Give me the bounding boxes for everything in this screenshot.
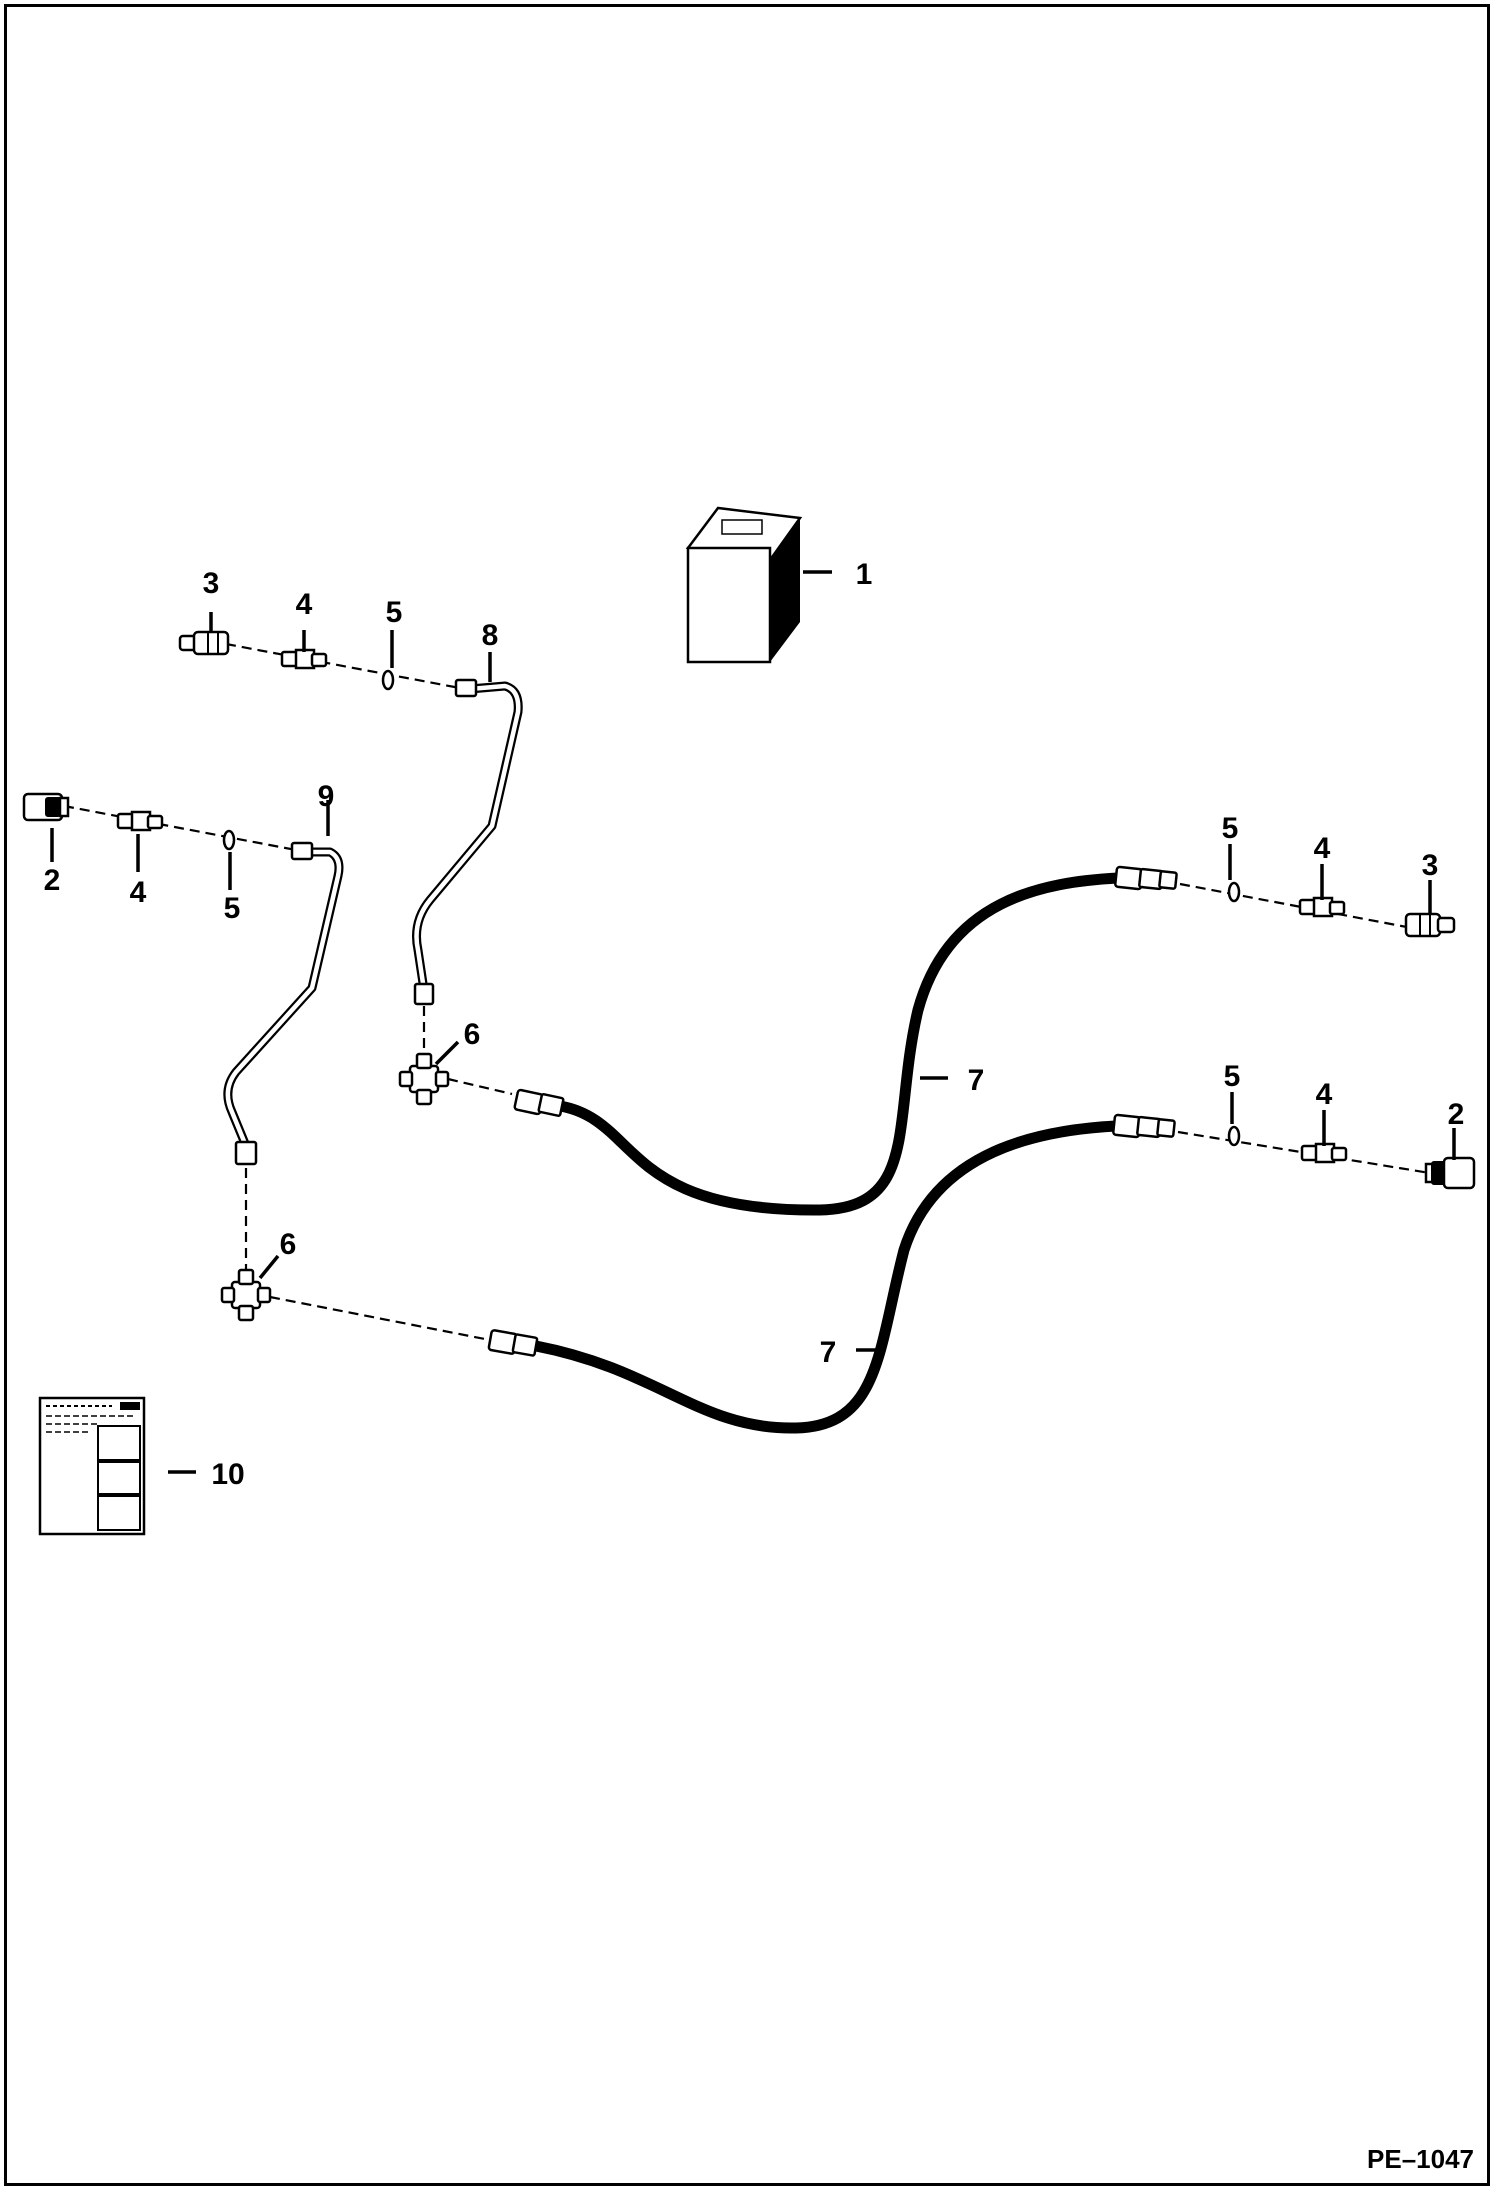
callout-9: 9	[318, 780, 335, 813]
drawing-frame	[4, 4, 1490, 2186]
adapter-4-upper-left	[280, 648, 328, 670]
adapter-4-left	[116, 810, 164, 832]
callout-6-upper: 6	[464, 1018, 481, 1051]
callout-4-top: 4	[296, 588, 313, 621]
dash-upper-right-row	[1179, 882, 1413, 930]
callout-1: 1	[856, 558, 873, 591]
callout-4-lower-right: 4	[1316, 1078, 1333, 1111]
tee-6-upper	[398, 1052, 450, 1106]
hose-7-upper	[513, 865, 1178, 1216]
coupler-3-upper-right	[1404, 912, 1456, 938]
drawing-number: PE–1047	[1367, 2144, 1474, 2174]
callout-10: 10	[211, 1458, 244, 1491]
o-ring-5-upper-left	[381, 669, 395, 691]
callout-7-upper: 7	[968, 1064, 985, 1097]
callout-3-upper-right: 3	[1422, 849, 1439, 882]
callout-5-lower-right: 5	[1224, 1060, 1241, 1093]
callout-6-lower: 6	[280, 1228, 297, 1261]
dash-upper-left-row	[225, 642, 461, 690]
callout-5-upper-right: 5	[1222, 812, 1239, 845]
dash-hose7-lower	[269, 1295, 491, 1342]
callout-4-left: 4	[130, 876, 147, 909]
coupler-2-left	[22, 792, 70, 822]
kit-box	[685, 506, 803, 664]
instruction-sheet	[38, 1396, 146, 1536]
tubeline-9	[223, 841, 344, 1166]
adapter-4-upper-right	[1298, 896, 1346, 918]
callout-3-upper-left: 3	[203, 567, 220, 600]
dash-left-row	[63, 804, 297, 852]
tubeline-8	[412, 678, 523, 1006]
callout-2-right: 2	[1448, 1098, 1465, 1131]
callout-5-top: 5	[386, 596, 403, 629]
callout-5-left: 5	[224, 892, 241, 925]
o-ring-5-upper-right	[1227, 881, 1241, 903]
tee-6-lower	[220, 1268, 272, 1322]
o-ring-5-lower-right	[1227, 1125, 1241, 1147]
leader-6-lower	[258, 1254, 280, 1280]
callout-7-lower: 7	[820, 1336, 837, 1369]
callout-8: 8	[482, 619, 499, 652]
callout-2-left: 2	[44, 864, 61, 897]
dash-hose7-upper	[447, 1077, 513, 1096]
adapter-4-lower-right	[1300, 1142, 1348, 1164]
o-ring-5-left	[222, 829, 236, 851]
leader-6-upper	[434, 1040, 460, 1066]
callout-4-upper-right: 4	[1314, 832, 1331, 865]
coupler-2-right	[1424, 1156, 1476, 1190]
coupler-3-upper-left	[178, 630, 230, 656]
hose-7-lower	[487, 1113, 1176, 1434]
